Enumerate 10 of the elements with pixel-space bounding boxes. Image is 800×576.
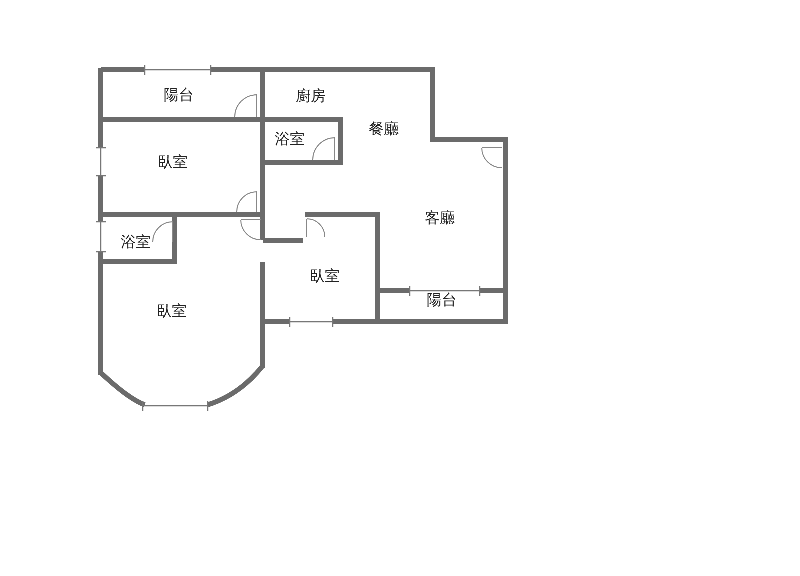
room-label: 臥室 [158,152,188,173]
room-label: 廚房 [296,86,326,107]
room-label: 餐廳 [369,118,399,140]
room-label: 浴室 [121,232,151,253]
room-label: 客廳 [425,208,455,229]
room-label: 陽台 [427,290,457,311]
room-label: 臥室 [310,266,340,287]
room-label: 臥室 [157,300,187,322]
room-label: 陽台 [164,84,194,106]
room-label: 浴室 [275,128,305,150]
